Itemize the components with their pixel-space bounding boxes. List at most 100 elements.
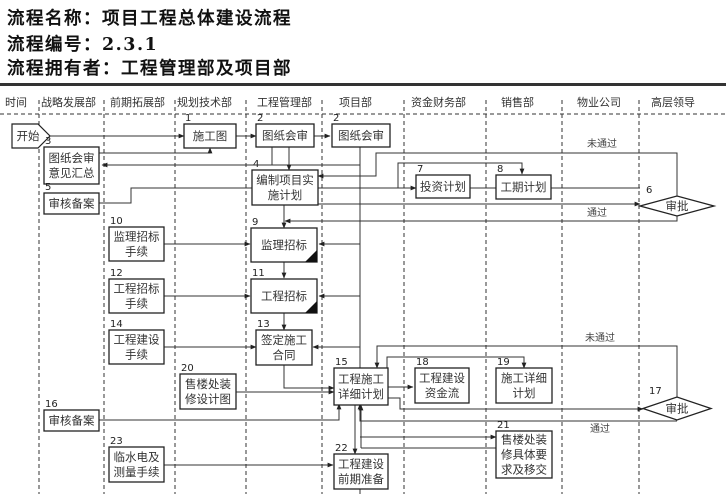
node-step-16[interactable]: 16 审核备案	[43, 399, 100, 432]
step-number: 4	[253, 159, 259, 170]
decision-diamond	[640, 396, 714, 421]
step-number: 16	[45, 399, 58, 410]
process-box	[43, 409, 100, 432]
node-step-6[interactable]: 6审批	[637, 185, 717, 217]
lane-headers: 时间 战略发展部 前期拓展部 规划技术部 工程管理部 项目部 资金财务部 销售部…	[5, 95, 695, 109]
step-label-line: 编制项目实	[256, 173, 314, 187]
process-box	[108, 278, 165, 314]
process-owner-value: 工程管理部及项目部	[121, 59, 292, 79]
process-box	[495, 367, 553, 404]
process-box	[108, 226, 165, 262]
subprocess-corner-marker	[305, 250, 317, 262]
edge-5-line	[99, 187, 640, 204]
step-label-line: 工程建设	[114, 333, 160, 347]
step-number: 22	[335, 443, 348, 454]
step-label-line: 资金流	[425, 386, 460, 400]
process-box	[250, 278, 318, 314]
step-label-line: 图纸会审	[338, 129, 384, 143]
step-label-line: 工程建设	[419, 371, 465, 385]
step-label-line: 图纸会审	[262, 129, 308, 143]
process-nodes: 1施工图2图纸会审2图纸会审3图纸会审意见汇总4编制项目实施计划5审核备案6审批…	[43, 113, 717, 490]
process-code-value: 2.3.1	[102, 35, 159, 55]
node-step-2b[interactable]: 2 图纸会审	[331, 113, 391, 148]
process-box	[43, 146, 100, 185]
process-box	[179, 373, 237, 410]
process-code: 流程编号：2.3.1	[7, 34, 158, 56]
process-box	[333, 453, 389, 490]
step-label-line: 修设计图	[185, 392, 231, 406]
step-label-line: 意见汇总	[49, 166, 95, 180]
step-number: 12	[110, 268, 123, 279]
process-box	[333, 367, 389, 406]
step-label-line: 工程招标	[261, 289, 307, 303]
lane-header-finance: 资金财务部	[411, 95, 466, 109]
step-label-line: 修具体要	[501, 448, 547, 462]
lane-header-time: 时间	[5, 96, 27, 109]
edge-17-pass-to-15	[357, 403, 677, 422]
step-label-line: 投资计划	[420, 180, 466, 194]
step-label-line: 审核备案	[49, 414, 95, 428]
step-label-line: 手续	[125, 297, 148, 311]
edge-6-pass-to-9	[284, 214, 678, 224]
lane-header-property: 物业公司	[577, 95, 621, 109]
lane-header-engineering: 工程管理部	[257, 95, 312, 109]
connectors	[50, 133, 678, 494]
step-label-line: 图纸会审	[49, 151, 95, 165]
label-pass-1: 通过	[587, 206, 607, 219]
node-step-7[interactable]: 7 投资计划	[415, 164, 471, 199]
header-divider	[0, 83, 726, 86]
lane-header-sales: 销售部	[501, 95, 534, 109]
process-box	[183, 123, 237, 149]
step-label-line: 前期准备	[338, 472, 384, 486]
process-box	[250, 227, 318, 263]
step-number: 10	[110, 216, 123, 227]
process-box	[331, 123, 391, 148]
process-owner: 流程拥有者：工程管理部及项目部	[7, 58, 292, 80]
step-number: 21	[497, 420, 510, 431]
step-number: 9	[252, 217, 258, 228]
step-label-line: 工程施工	[338, 372, 384, 386]
step-label-line: 施工图	[193, 129, 228, 143]
edge-review-to-3	[102, 147, 361, 165]
step-number: 3	[45, 136, 51, 147]
step-label-line: 审批	[666, 199, 689, 213]
process-name: 流程名称：项目工程总体建设流程	[7, 8, 292, 30]
step-number: 19	[497, 357, 510, 368]
lane-header-project: 项目部	[339, 95, 372, 109]
step-label-line: 合同	[273, 348, 296, 362]
process-owner-label: 流程拥有者：	[7, 59, 121, 79]
lane-header-pre-development: 前期拓展部	[110, 95, 165, 109]
step-number: 7	[417, 164, 423, 175]
step-label-line: 工期计划	[501, 180, 547, 194]
edge-17-fail-to-15	[374, 345, 678, 397]
node-start[interactable]: 开始	[11, 123, 51, 149]
step-number: 2	[333, 113, 339, 124]
step-label-line: 手续	[125, 245, 148, 259]
process-box	[415, 174, 471, 199]
label-pass-2: 通过	[590, 422, 610, 435]
step-label-line: 施工详细	[501, 371, 547, 385]
edge-15-to-17	[387, 397, 644, 412]
step-label-line: 售楼处装	[501, 433, 547, 447]
process-name-label: 流程名称：	[7, 9, 102, 29]
